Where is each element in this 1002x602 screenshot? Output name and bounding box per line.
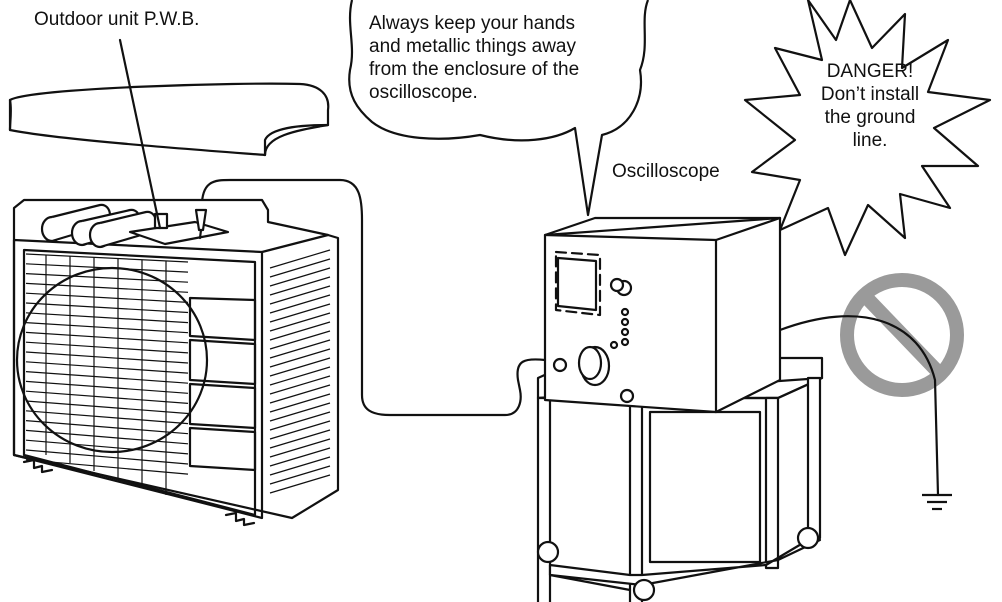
danger-line: DANGER! <box>780 60 960 83</box>
speech-line: from the enclosure of the <box>369 58 639 81</box>
oscilloscope <box>545 218 780 412</box>
ground-symbol-icon <box>922 495 952 509</box>
danger-line: Don’t install <box>780 83 960 106</box>
speech-bubble-text: Always keep your hands and metallic thin… <box>369 12 639 104</box>
outdoor-unit <box>14 200 338 525</box>
danger-line: line. <box>780 129 960 152</box>
danger-warning-text: DANGER! Don’t install the ground line. <box>780 60 960 152</box>
oscilloscope-label: Oscilloscope <box>612 160 720 183</box>
speech-line: oscilloscope. <box>369 81 639 104</box>
speech-line: Always keep your hands <box>369 12 639 35</box>
speech-line: and metallic things away <box>369 35 639 58</box>
outdoor-unit-cover <box>10 84 328 155</box>
outdoor-unit-pwb-label: Outdoor unit P.W.B. <box>34 8 199 31</box>
prohibition-icon <box>847 280 957 390</box>
danger-line: the ground <box>780 106 960 129</box>
